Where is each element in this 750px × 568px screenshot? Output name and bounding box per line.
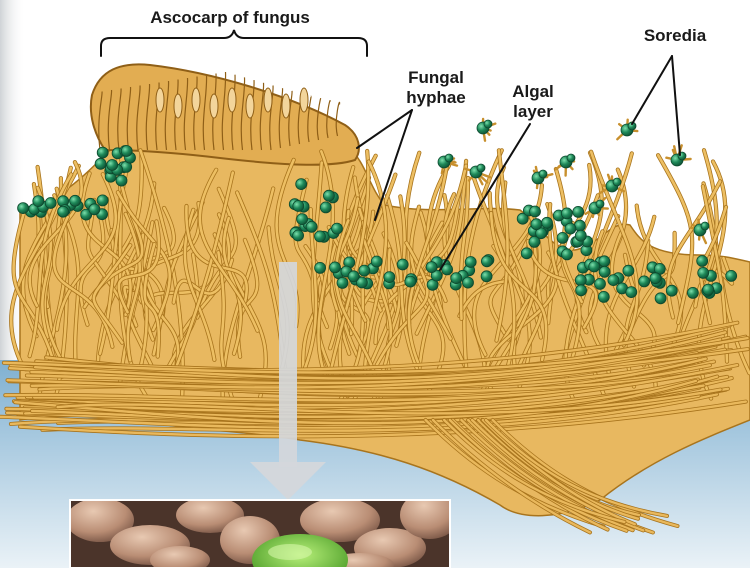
algal-cell <box>359 265 370 276</box>
algal-cell <box>666 285 677 296</box>
algal-cell <box>608 275 619 286</box>
soredium-algal-cell <box>445 154 453 162</box>
ascus <box>228 88 236 112</box>
algal-cell <box>371 256 382 267</box>
algal-cell <box>530 206 541 217</box>
algal-cell <box>384 272 395 283</box>
soredium <box>617 120 637 140</box>
soredia-label: Soredia <box>630 26 720 46</box>
soredium <box>465 164 490 184</box>
algal-cell <box>687 287 698 298</box>
algal-cell <box>465 257 476 268</box>
algal-cell <box>296 179 307 190</box>
algal-cell <box>599 266 610 277</box>
algal-cell <box>58 206 69 217</box>
algal-cell <box>89 204 100 215</box>
soredium-algal-cell <box>477 164 485 172</box>
algal-cell <box>655 293 666 304</box>
algal-cell <box>18 203 29 214</box>
algal-cell <box>70 195 81 206</box>
algal-cell <box>650 273 661 284</box>
micrograph-inset <box>66 491 460 568</box>
algal-cell <box>107 160 118 171</box>
algal-cell <box>573 206 584 217</box>
algal-cell <box>481 271 492 282</box>
algal-cell <box>589 261 600 272</box>
algal-cell <box>451 273 462 284</box>
algal-cell <box>426 262 437 273</box>
algal-cell <box>97 195 108 206</box>
fungal-hyphae-label: Fungal hyphae <box>388 68 484 108</box>
algal-cell <box>323 190 334 201</box>
algal-cell <box>542 217 553 228</box>
algal-cell <box>639 276 650 287</box>
algal-cell <box>45 198 56 209</box>
algal-cell <box>463 277 474 288</box>
algal-cell <box>293 201 304 212</box>
soredia-pointer-1 <box>632 56 672 124</box>
algal-cell <box>95 158 106 169</box>
algal-cell <box>33 196 44 207</box>
algal-cell <box>697 256 708 267</box>
ascus <box>264 88 272 112</box>
algal-cell <box>531 219 542 230</box>
algal-cell <box>561 208 572 219</box>
soredium-algal-cell <box>701 222 709 230</box>
algal-cell <box>562 249 573 260</box>
algal-cell <box>116 175 127 186</box>
algal-cell <box>598 291 609 302</box>
algal-cell <box>306 221 317 232</box>
ascus <box>156 88 164 112</box>
algal-cell <box>576 285 587 296</box>
algal-cell <box>599 256 610 267</box>
ascocarp-bracket <box>101 30 367 56</box>
algal-cell <box>337 277 348 288</box>
fungal-hyphae-pointer-1 <box>357 110 412 148</box>
ascus <box>174 94 182 118</box>
algal-cell <box>481 256 492 267</box>
algal-cell <box>97 147 108 158</box>
soredium-algal-cell <box>567 154 575 162</box>
algal-cell <box>565 223 576 234</box>
algal-cell <box>521 248 532 259</box>
soredium-algal-cell <box>539 170 547 178</box>
algal-cell <box>297 214 308 225</box>
soredia-pointer-2 <box>672 56 680 155</box>
algal-cell <box>703 284 714 295</box>
soredium-algal-cell <box>484 120 492 128</box>
soredium-algal-cell <box>596 200 604 208</box>
algal-cell <box>293 230 304 241</box>
algal-cell <box>557 232 568 243</box>
algal-cell <box>315 231 326 242</box>
algal-cell <box>575 275 586 286</box>
algal-cell <box>623 265 634 276</box>
algal-cell <box>332 223 343 234</box>
algal-cell <box>315 262 326 273</box>
algal-cell <box>397 259 408 270</box>
algal-cell <box>575 230 586 241</box>
algal-cell <box>348 271 359 282</box>
algal-layer-label: Algal layer <box>496 82 570 122</box>
algal-cell <box>626 287 637 298</box>
ascus <box>300 88 308 112</box>
algal-cell <box>726 270 737 281</box>
ascus <box>192 88 200 112</box>
algal-cell <box>698 267 709 278</box>
ascus <box>246 94 254 118</box>
algal-cell <box>121 146 132 157</box>
ascocarp-label: Ascocarp of fungus <box>130 8 330 28</box>
algal-cell <box>320 202 331 213</box>
ascus <box>282 94 290 118</box>
algal-cell <box>405 276 416 287</box>
algal-cell <box>595 278 606 289</box>
algal-cell <box>330 262 341 273</box>
soredium-algal-cell <box>613 178 621 186</box>
ascus <box>210 94 218 118</box>
soredium <box>477 119 495 141</box>
